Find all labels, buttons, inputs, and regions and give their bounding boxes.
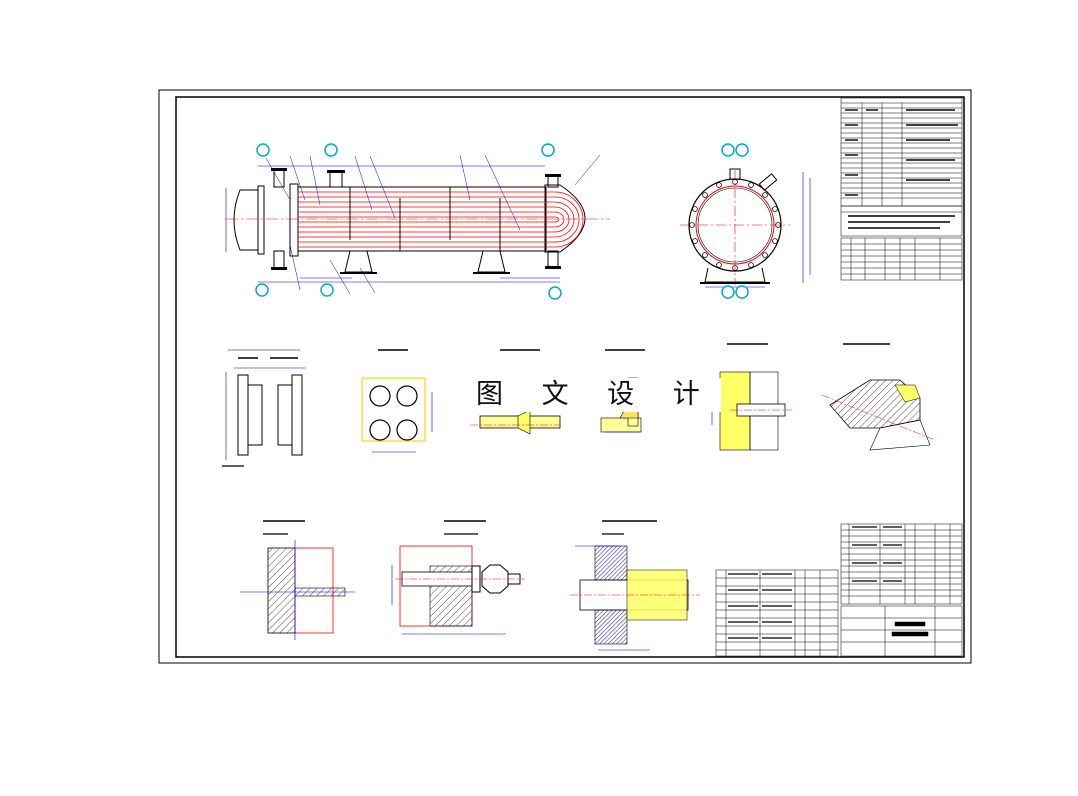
side-end-view <box>680 143 811 299</box>
flange-bolt-holes <box>689 179 781 271</box>
detail-tube-to-tubesheet <box>711 343 792 451</box>
parts-list <box>715 523 963 657</box>
design-data-table <box>840 97 963 281</box>
watermark-text: 图 文 设 计 <box>470 378 721 412</box>
title-block <box>840 605 963 657</box>
detail-nozzle-weld <box>821 343 936 451</box>
detail-partition-plate <box>222 349 306 467</box>
parts-list-scribbles <box>728 526 902 639</box>
detail-weld-a <box>470 349 561 435</box>
inner-frame <box>175 96 965 658</box>
detail-support-plate <box>240 520 355 640</box>
main-elevation-view <box>225 143 610 300</box>
detail-tube-layout <box>361 349 433 453</box>
outer-frame <box>158 89 972 664</box>
detail-bolt-connection <box>391 520 525 635</box>
design-table-scribbles <box>845 109 958 229</box>
detail-expanded-joint <box>570 520 700 651</box>
